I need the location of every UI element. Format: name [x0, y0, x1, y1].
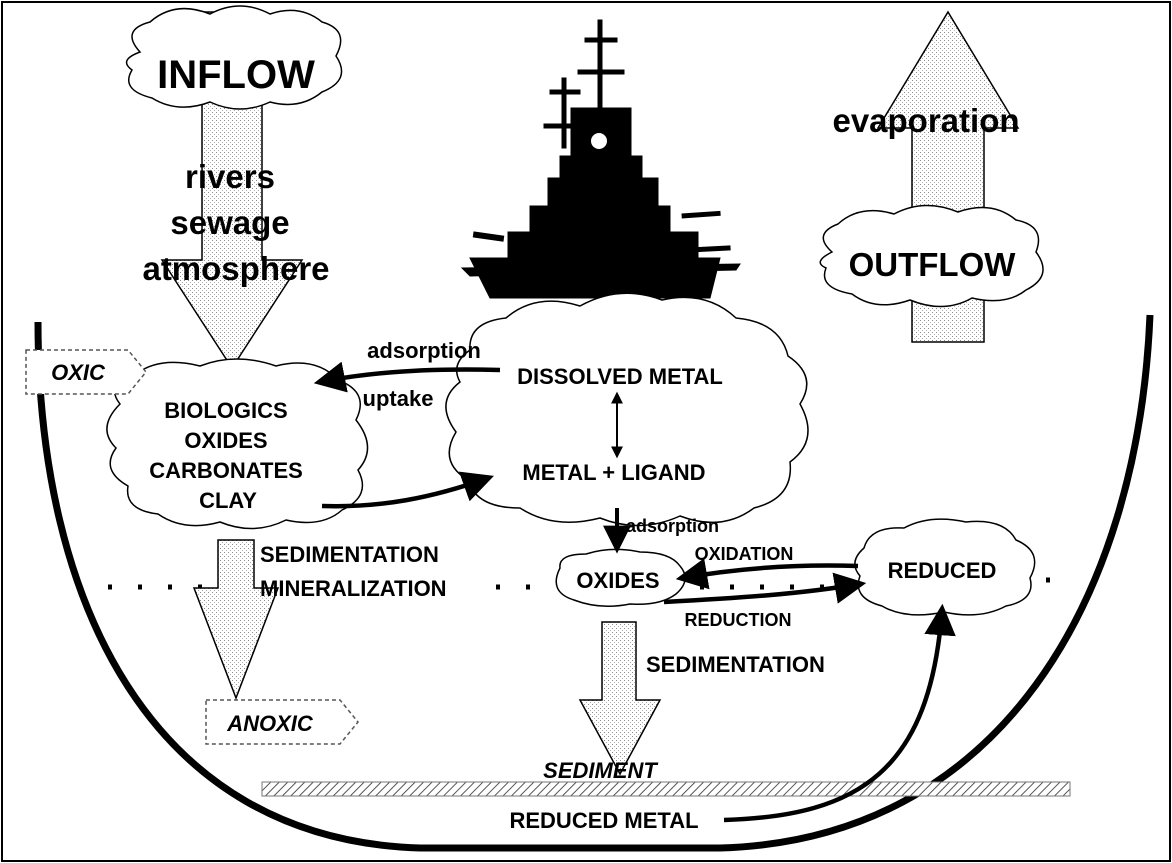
particulate-clay: CLAY [199, 488, 257, 513]
anoxic-label: ANOXIC [226, 711, 314, 736]
particulate-oxides: OXIDES [184, 428, 267, 453]
ship-icon [460, 19, 741, 299]
sediment-label: SEDIMENT [543, 758, 658, 783]
metal-ligand-label: METAL + LIGAND [522, 460, 705, 485]
reduced-label: REDUCED [888, 558, 997, 583]
reduced-metal-label: REDUCED METAL [509, 808, 698, 833]
sedimentation-arrow-left [192, 539, 280, 701]
uptake-label: uptake [363, 386, 434, 411]
adsorption-uptake-arrow [313, 361, 501, 393]
inflow-cloud [125, 5, 343, 110]
oxidation-arrow [675, 558, 859, 590]
oxic-label: OXIC [51, 360, 106, 385]
reduction-label: REDUCTION [685, 610, 792, 630]
reduction-arrow [663, 572, 867, 605]
particulates-cloud [106, 358, 369, 530]
reduced-metal-upwelling-arrow [723, 603, 956, 823]
anoxic-tag [205, 699, 359, 745]
desorption-arrow [321, 471, 494, 509]
sediment-layer [261, 781, 1071, 797]
oxides-label: OXIDES [576, 568, 659, 593]
particulate-biologics: BIOLOGICS [164, 398, 287, 423]
source-sewage-label: sewage [170, 204, 289, 241]
adsorption-small-label: adsorption [626, 516, 719, 536]
sedimentation-label: SEDIMENTATION [260, 542, 439, 567]
oxic-tag [25, 349, 147, 395]
sedimentation-arrow-center [578, 621, 662, 776]
evaporation-label: evaporation [832, 102, 1019, 139]
sedimentation-lower-label: SEDIMENTATION [646, 652, 825, 677]
dissolved-metal-cloud [445, 292, 809, 527]
particulate-carbonates: CARBONATES [149, 458, 303, 483]
outflow-label: OUTFLOW [849, 246, 1017, 283]
inflow-label: INFLOW [157, 53, 315, 97]
outflow-cloud [819, 204, 1044, 308]
oxidation-label: OXIDATION [695, 544, 794, 564]
dissolved-metal-label: DISSOLVED METAL [517, 364, 723, 389]
adsorption-top-label: adsorption [367, 338, 481, 363]
source-rivers-label: rivers [185, 158, 275, 195]
basin-outline [34, 314, 1154, 852]
source-atmosphere-label: atmosphere [142, 250, 329, 287]
mineralization-label: MINERALIZATION [260, 576, 447, 601]
